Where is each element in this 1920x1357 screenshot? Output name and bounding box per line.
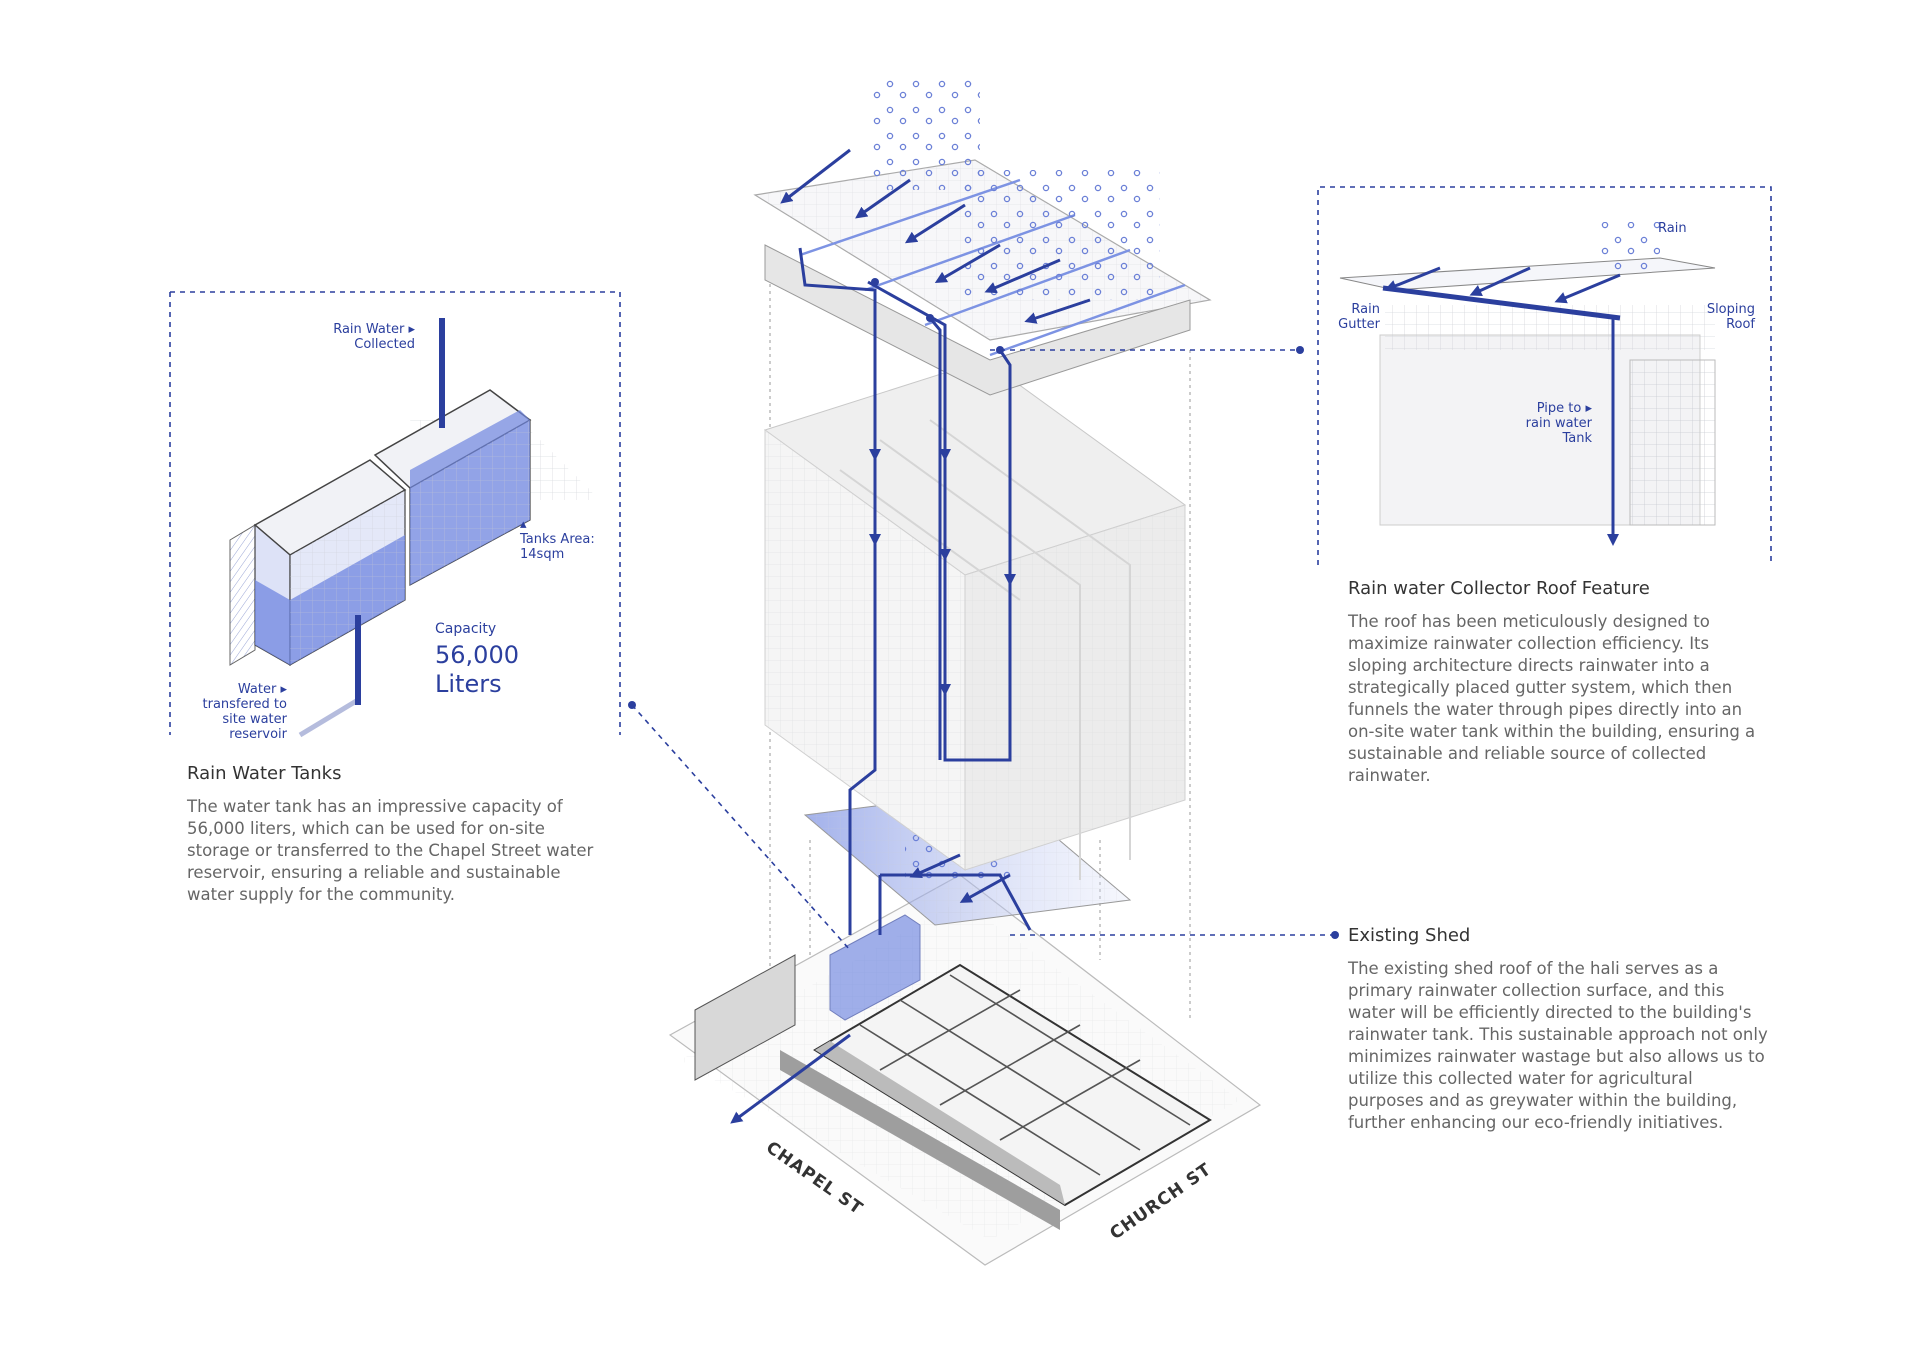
roof-panel-title: Rain water Collector Roof Feature (1348, 578, 1650, 599)
roof-panel: Rain water Collector Roof Feature The ro… (1348, 578, 1768, 787)
roof-flow-arrow-1 (780, 148, 851, 204)
flow-arrows (730, 148, 1091, 1124)
outlet-pipe-fade (298, 697, 360, 738)
leader-lines (631, 349, 1335, 951)
roof-arrow-1 (1384, 266, 1441, 292)
roof-panel-body: The roof has been meticulously designed … (1348, 612, 1756, 785)
tank-hatched-wall (229, 524, 256, 666)
roof-parapet (764, 244, 1191, 396)
ground-wall-front (815, 1041, 1065, 1205)
tank-inset: Rain Water ▸Collected ▴Tanks Area:14sqm … (169, 291, 621, 742)
rain-collected-label: Rain Water ▸Collected (333, 322, 415, 352)
leader-shed-dot (1331, 931, 1339, 939)
tank-grid-left (290, 490, 405, 665)
roof-flow-arrow-6 (1024, 298, 1091, 324)
rain-label: Rain (1658, 221, 1687, 236)
roof-arrow-3 (1554, 273, 1621, 304)
outflow-arrow (730, 1033, 851, 1124)
roof-inset-frame (1317, 186, 1772, 565)
ground-long-wall (780, 1050, 1060, 1230)
ground-side-wall (694, 954, 796, 1081)
tank-inset-frame (170, 291, 621, 735)
leader-tank (631, 704, 851, 951)
exploded-building (668, 80, 1262, 1266)
roof-arrow-2 (1469, 266, 1531, 296)
pipe-shed-connector (880, 873, 1032, 931)
roof-inset-rain (1600, 222, 1660, 272)
roof-flow-arrow-2 (855, 178, 911, 219)
roof-flow-arrow-4 (934, 243, 1001, 284)
capacity-unit: Liters (435, 670, 502, 698)
inlet-pipe (439, 318, 445, 428)
tank-panel-title: Rain Water Tanks (187, 763, 342, 784)
capacity-value: 56,000 (435, 641, 519, 669)
pipe-3 (928, 317, 942, 760)
leader-roof-dot (1296, 346, 1304, 354)
roof-inset-parapet (1385, 305, 1715, 350)
shed-panel: Existing Shed The existing shed roof of … (1348, 925, 1768, 1134)
rain-gutter (1382, 285, 1621, 321)
ground-building-plan (813, 963, 1212, 1207)
outlet-pipe (355, 615, 361, 705)
ground-walls (859, 974, 1191, 1176)
roof-flow-arrow-5 (984, 258, 1061, 294)
ground-tank (829, 914, 921, 1021)
tank-grid-right (410, 420, 530, 585)
tower-left-grid (765, 430, 965, 870)
shed-panel-title: Existing Shed (1348, 925, 1471, 946)
roof-inset-facade (1629, 359, 1716, 526)
shed-panel-body: The existing shed roof of the hali serve… (1348, 959, 1768, 1132)
roof-rain-right (960, 170, 1160, 300)
pipe-node-2 (926, 314, 934, 322)
capacity-label: Capacity (435, 621, 496, 637)
pipe-2 (867, 280, 1012, 762)
tower-wings (839, 419, 1131, 880)
roof-flow-arrow-3 (904, 203, 966, 244)
pipe-node-1 (871, 278, 879, 286)
leader-tank-dot (628, 701, 636, 709)
tanks-area-label: ▴Tanks Area:14sqm (519, 517, 595, 562)
pipe-4 (998, 349, 1012, 560)
tank-panel-body: The water tank has an impressive capacit… (187, 797, 594, 904)
shed-flow-arrow-1 (909, 853, 961, 879)
tank-panel: Rain Water Tanks The water tank has an i… (187, 763, 607, 906)
